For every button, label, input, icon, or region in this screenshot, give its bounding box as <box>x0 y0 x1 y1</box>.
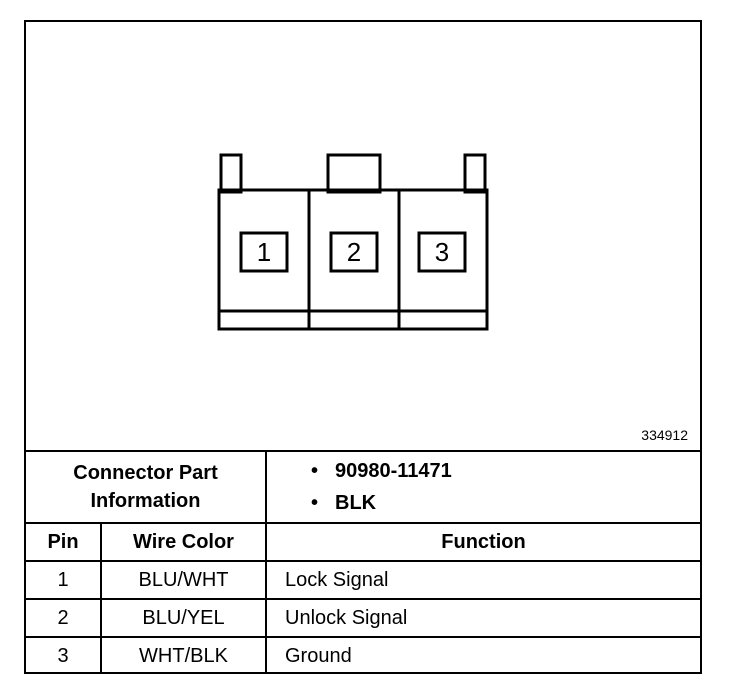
table-row: 2 BLU/YEL Unlock Signal <box>26 598 700 638</box>
table-row: 3 WHT/BLK Ground <box>26 636 700 674</box>
header-function: Function <box>265 522 700 562</box>
connector-center-tab <box>326 153 382 194</box>
pin-label-3: 3 <box>435 237 449 267</box>
connector-diagram: 1 2 3 <box>217 153 489 331</box>
wire-color-cell: BLU/YEL <box>100 598 267 638</box>
bullet-icon: • <box>311 492 319 514</box>
diagram-frame: 1 2 3 334912 Connector Part Information … <box>24 20 702 674</box>
bullet-icon: • <box>311 460 319 482</box>
connector-part-label-line2: Information <box>90 490 201 512</box>
pin-cell: 2 <box>26 598 102 638</box>
header-row: Pin Wire Color Function <box>26 522 700 562</box>
connector-part-values: • 90980-11471 • BLK <box>265 450 700 524</box>
connector-right-tab <box>463 153 487 194</box>
pin-label-2: 2 <box>347 237 361 267</box>
pin-label-1: 1 <box>257 237 271 267</box>
wire-color-cell: WHT/BLK <box>100 636 267 674</box>
pin-box-1 <box>239 231 289 273</box>
connector-part-label-line1: Connector Part <box>73 462 218 484</box>
connector-color: BLK <box>335 492 377 514</box>
connector-table: Connector Part Information • 90980-11471 … <box>26 450 700 674</box>
pin-cell: 3 <box>26 636 102 674</box>
pin-cell: 1 <box>26 560 102 600</box>
pin-box-2 <box>329 231 379 273</box>
connector-part-info-label: Connector Part Information <box>26 450 267 524</box>
pin-box-3 <box>417 231 467 273</box>
function-cell: Ground <box>265 636 700 674</box>
table-row: 1 BLU/WHT Lock Signal <box>26 560 700 600</box>
function-cell: Unlock Signal <box>265 598 700 638</box>
connector-left-tab <box>219 153 243 194</box>
function-cell: Lock Signal <box>265 560 700 600</box>
part-number: 90980-11471 <box>335 460 452 482</box>
header-pin: Pin <box>26 522 102 562</box>
connector-body <box>217 188 489 331</box>
connector-info-row: Connector Part Information • 90980-11471 … <box>26 450 700 524</box>
figure-id: 334912 <box>641 427 688 443</box>
header-wire-color: Wire Color <box>100 522 267 562</box>
wire-color-cell: BLU/WHT <box>100 560 267 600</box>
